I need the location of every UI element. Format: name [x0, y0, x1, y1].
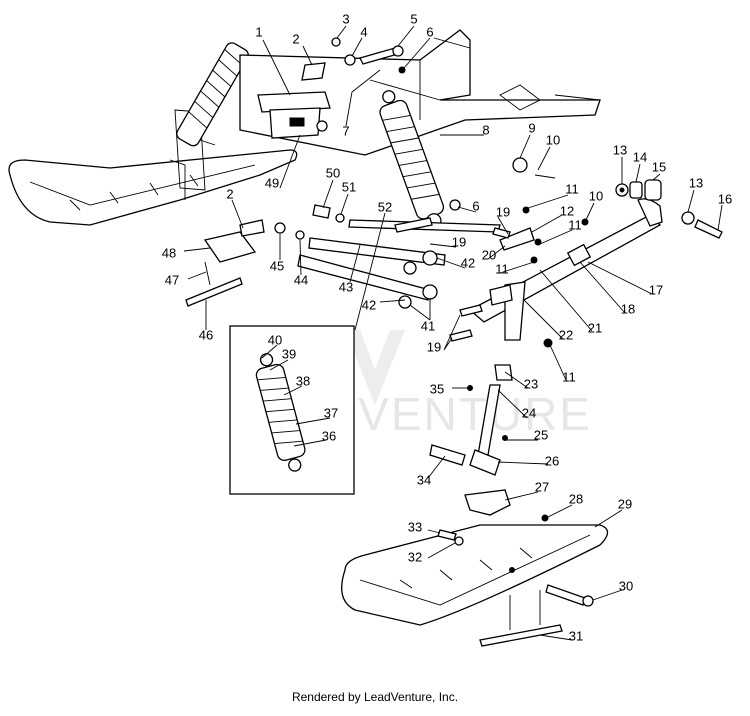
- callout-label: 5: [410, 11, 417, 26]
- callout-label: 23: [524, 376, 538, 391]
- callout-label: 47: [165, 272, 179, 287]
- callout-label: 18: [621, 301, 635, 316]
- leader-lines: [183, 25, 723, 641]
- callout-label: 16: [718, 191, 732, 206]
- callout-label: 8: [482, 122, 489, 137]
- ski-wear-plate: [464, 489, 511, 516]
- callout-label: 24: [522, 405, 536, 420]
- callout-label: 38: [296, 373, 310, 388]
- callout-label: 34: [417, 472, 431, 487]
- lower-bracket: [185, 219, 265, 307]
- callout-label: 13: [689, 175, 703, 190]
- ski-bolt: [545, 584, 594, 607]
- callout-label: 12: [560, 203, 574, 218]
- callout-label: 42: [461, 255, 475, 270]
- callout-label: 42: [362, 297, 376, 312]
- callout-label: 22: [559, 327, 573, 342]
- callout-label: 36: [322, 428, 336, 443]
- callout-label: 11: [562, 369, 576, 384]
- callout-label: 43: [339, 279, 353, 294]
- ski-runner: [479, 590, 563, 647]
- callout-label: 25: [534, 427, 548, 442]
- pivot-hardware: [512, 157, 723, 239]
- callout-label: 35: [430, 381, 444, 396]
- callout-label: 27: [535, 479, 549, 494]
- callout-label: 50: [326, 165, 340, 180]
- callout-label: 4: [360, 24, 367, 39]
- footer-credit: Rendered by LeadVenture, Inc.: [291, 690, 459, 704]
- callout-label: 17: [649, 282, 663, 297]
- callout-label: 39: [282, 346, 296, 361]
- callout-label: 6: [472, 198, 479, 213]
- callout-label: 19: [452, 234, 466, 249]
- callout-label: 2: [292, 31, 299, 46]
- callout-label: 14: [633, 149, 647, 164]
- callout-label: 11: [565, 181, 579, 196]
- callout-label: 40: [268, 332, 282, 347]
- callout-label: 37: [324, 405, 338, 420]
- callout-label: 52: [378, 199, 392, 214]
- callout-label: 33: [408, 519, 422, 534]
- callout-label: 29: [618, 496, 632, 511]
- callout-label: 11: [568, 217, 582, 232]
- left-ski: [8, 109, 298, 226]
- callout-label: 26: [545, 453, 559, 468]
- callout-label: 19: [427, 339, 441, 354]
- front-ski: [341, 514, 609, 626]
- callout-label: 46: [199, 327, 213, 342]
- callout-label: 28: [569, 491, 583, 506]
- callout-label: 11: [495, 261, 509, 276]
- callout-label: 10: [589, 188, 603, 203]
- mount-bracket: [257, 91, 331, 139]
- callout-label: 45: [270, 258, 284, 273]
- spindle-bolt: [429, 444, 466, 466]
- callout-label: 44: [294, 272, 308, 287]
- callout-label: 20: [482, 247, 496, 262]
- callout-label: 48: [162, 245, 176, 260]
- frame-bulkhead: [239, 29, 601, 156]
- callout-label: 6: [426, 24, 433, 39]
- callout-label: 2: [226, 186, 233, 201]
- ski-pin: [437, 529, 464, 546]
- callout-label: 3: [342, 11, 349, 26]
- callout-label: 49: [265, 175, 279, 190]
- callout-label: 30: [619, 578, 633, 593]
- callout-label: 1: [255, 24, 262, 39]
- callout-label: 21: [588, 320, 602, 335]
- callout-label: 51: [342, 179, 356, 194]
- callout-label: 41: [421, 318, 435, 333]
- callout-label: 19: [496, 204, 510, 219]
- callout-label: 15: [652, 159, 666, 174]
- callout-label: 9: [528, 120, 535, 135]
- callout-label: 13: [613, 142, 627, 157]
- shock-detail-inset: [229, 325, 355, 495]
- callout-label: 7: [342, 123, 349, 138]
- callout-label: 10: [546, 132, 560, 147]
- upper-hardware: [301, 37, 406, 81]
- left-shock: [176, 42, 249, 147]
- callout-label: 32: [408, 549, 422, 564]
- spindle-assembly: [467, 281, 553, 476]
- callout-label: 31: [569, 628, 583, 643]
- middle-hardware: [274, 120, 461, 240]
